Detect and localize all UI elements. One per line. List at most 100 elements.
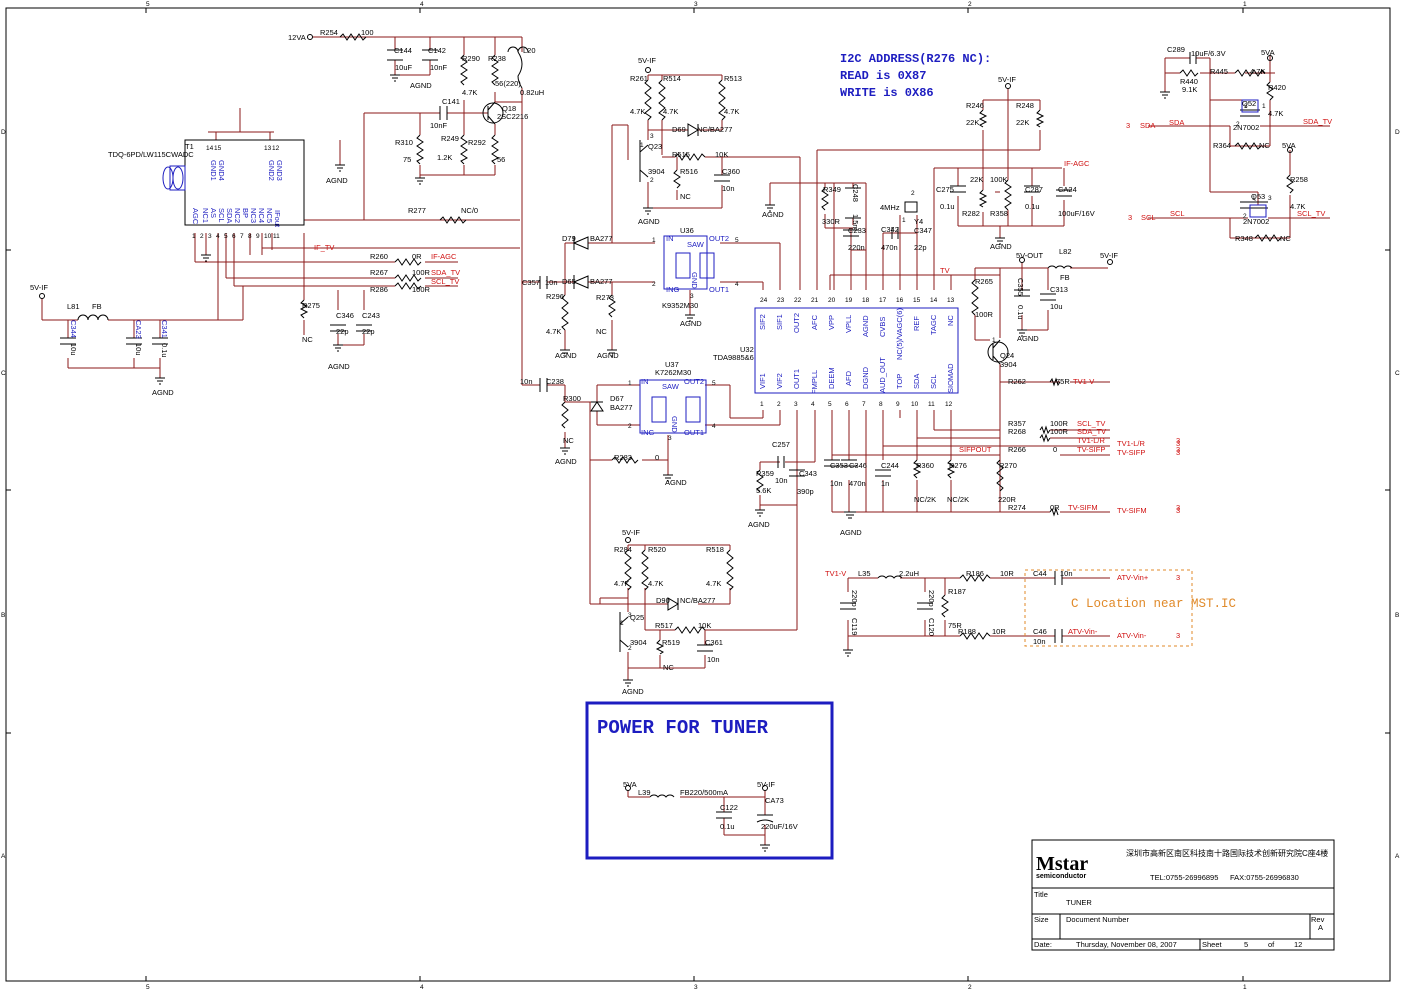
frame-col-2-bottom: 2 — [968, 984, 972, 991]
pin-number: 5 — [828, 401, 832, 408]
schematic-label: C275 — [936, 185, 954, 194]
schematic-label: R517 — [655, 621, 673, 630]
schematic-label: T1 — [185, 142, 194, 151]
i2c-note-line1: I2C ADDRESS(R276 NC): — [840, 52, 991, 66]
schematic-label: C119 — [850, 618, 859, 635]
crystal-y4 — [904, 201, 918, 213]
schematic-label: AGND — [990, 242, 1012, 251]
schematic-label: FB — [92, 302, 102, 311]
schematic-label: SDA — [1140, 121, 1155, 130]
frame-row-a-right: A — [1395, 853, 1400, 860]
schematic-label: CA23 — [134, 320, 143, 339]
schematic-label: 0.82uH — [520, 88, 544, 97]
schematic-label: 56 — [497, 155, 505, 164]
schematic-label: Q23 — [648, 142, 662, 151]
pin-number: 9 — [256, 233, 260, 240]
resistor-r254 — [339, 33, 367, 41]
schematic-label: 100R — [1050, 419, 1069, 428]
schematic-label: 5V-IF — [622, 528, 640, 537]
schematic-label: C233 — [848, 226, 866, 235]
schematic-label: R364 — [1213, 141, 1231, 150]
schematic-label: C243 — [362, 311, 380, 320]
schematic-label: NC — [680, 192, 691, 201]
pin-number: 7 — [240, 233, 244, 240]
schematic-label: 5V-IF — [638, 56, 656, 65]
schematic-label: IFout — [273, 210, 282, 228]
schematic-label: GND1 — [209, 160, 218, 181]
pin-number: 3 — [628, 612, 632, 619]
schematic-label: C142 — [428, 46, 446, 55]
schematic-label: SCL_TV — [1077, 419, 1105, 428]
pin-number: 18 — [862, 297, 870, 304]
resistor-r516 — [673, 169, 681, 189]
schematic-label: NC — [1280, 234, 1291, 243]
schematic-label: 4.7K — [724, 107, 739, 116]
schematic-label: 10n — [707, 655, 720, 664]
schematic-label: R273 — [596, 293, 614, 302]
pin-number: 9 — [896, 401, 900, 408]
schematic-label: 75R — [1056, 377, 1070, 386]
schematic-label: 9.1K — [1182, 85, 1197, 94]
schematic-label: D65 — [562, 277, 576, 286]
pin-number: 2 — [628, 645, 632, 652]
schematic-label: VPP — [827, 315, 836, 330]
schematic-label: 3 — [1128, 213, 1132, 222]
schematic-label: 10uF — [395, 63, 413, 72]
resistor-r286 — [394, 282, 422, 290]
title-block: Mstar semiconductor — [1031, 839, 1335, 951]
schematic-label: R254 — [320, 28, 338, 37]
company-fax: FAX:0755-26996830 — [1230, 873, 1299, 882]
pin-number: 23 — [777, 297, 785, 304]
frame-col-4-bottom: 4 — [420, 984, 424, 991]
schematic-label: 2.2uH — [899, 569, 919, 578]
schematic-label: R519 — [662, 638, 680, 647]
resistor-r349 — [821, 187, 829, 211]
resistor-r520 — [641, 549, 649, 591]
schematic-label: R238 — [488, 54, 506, 63]
schematic-label: 75R — [948, 621, 962, 630]
schematic-label: C343 — [799, 469, 817, 478]
schematic-label: K9352M30 — [662, 301, 698, 310]
schematic-label: AGND — [680, 319, 702, 328]
schematic-label: R246 — [966, 101, 984, 110]
power-for-tuner-box — [585, 701, 834, 860]
schematic-label: L82 — [1059, 247, 1072, 256]
schematic-label: D67 — [610, 394, 624, 403]
schematic-label: 4.7K — [1290, 202, 1305, 211]
schematic-label: AFD — [844, 370, 853, 386]
schematic-label: 4.7K — [630, 107, 645, 116]
schematic-label: NC — [1259, 141, 1270, 150]
schematic-label: C120 — [927, 618, 936, 636]
date-value: Thursday, November 08, 2007 — [1076, 940, 1177, 949]
schematic-label: Q52 — [1242, 99, 1256, 108]
schematic-label: C341 — [160, 320, 169, 338]
schematic-label: R360 — [916, 461, 934, 470]
schematic-label: R518 — [706, 545, 724, 554]
schematic-label: 10n — [722, 184, 735, 193]
components — [39, 33, 1294, 852]
pin-number: 1 — [1262, 103, 1266, 110]
schematic-label: AGND — [1017, 334, 1039, 343]
schematic-label: 5VA — [1282, 141, 1296, 150]
pin-number: 10 — [264, 233, 272, 240]
frame-row-c: C — [1, 370, 6, 377]
schematic-label: AGND — [152, 388, 174, 397]
schematic-label: FB220/500mA — [680, 788, 728, 797]
resistor-r292 — [491, 134, 499, 165]
schematic-label: NC3 — [249, 208, 258, 223]
schematic-label: SCL — [1170, 209, 1185, 218]
pin-number: 24 — [760, 297, 768, 304]
schematic-label: 3 — [1126, 121, 1130, 130]
schematic-label: C342 — [881, 225, 899, 234]
schematic-label: GND — [670, 416, 679, 433]
schematic-label: 5V-OUT — [1016, 251, 1044, 260]
pin-number: 2 — [200, 233, 204, 240]
rev-value: A — [1318, 923, 1323, 932]
ic-u32-tda9885 — [754, 307, 959, 394]
schematic-label: NC — [663, 663, 674, 672]
schematic-label: TV1-L/R — [1077, 436, 1106, 445]
schematic-label: C144 — [394, 46, 412, 55]
schematic-label: 4.7K — [648, 579, 663, 588]
pin-number: 7 — [862, 401, 866, 408]
schematic-label: 220uF/16V — [761, 822, 798, 831]
